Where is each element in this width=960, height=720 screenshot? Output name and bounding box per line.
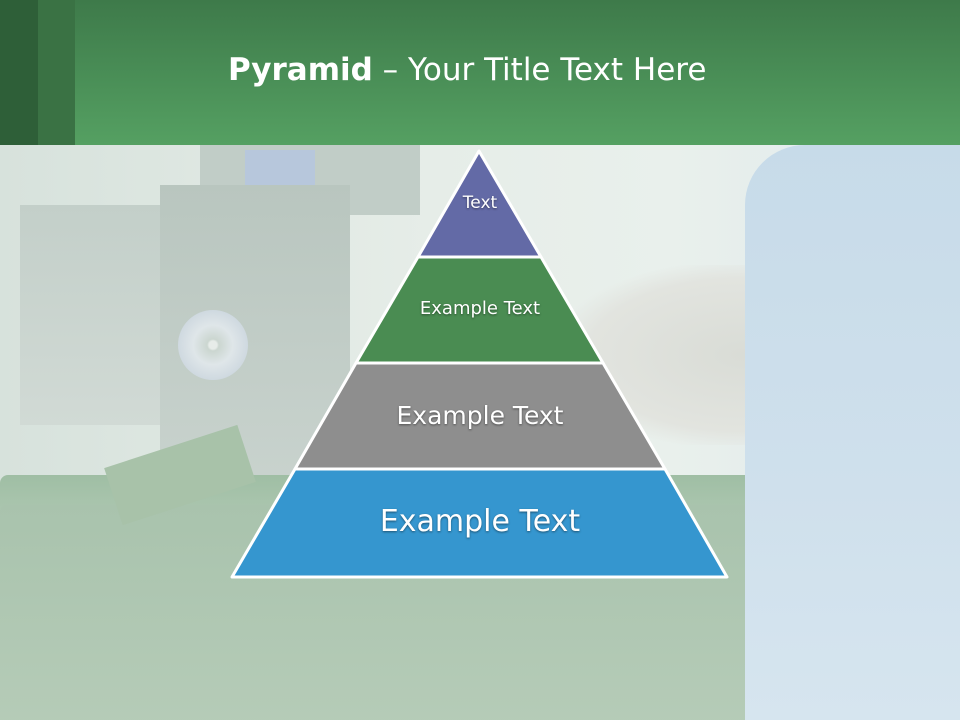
decor-stripe-mid bbox=[38, 0, 75, 145]
pyramid-tier-4[interactable] bbox=[230, 467, 729, 579]
pyramid-tier-4-label: Example Text bbox=[379, 504, 581, 539]
device-screen bbox=[245, 150, 315, 188]
decor-stripe-dark bbox=[0, 0, 38, 145]
slide-title-rest: – Your Title Text Here bbox=[372, 52, 707, 88]
person-shirt bbox=[745, 145, 960, 720]
slide-title[interactable]: Pyramid – Your Title Text Here bbox=[228, 52, 706, 88]
computer-tower-back bbox=[20, 205, 170, 425]
title-bar: Pyramid – Your Title Text Here bbox=[0, 0, 960, 145]
pyramid-tier-1-label: Text bbox=[462, 193, 498, 213]
slide-title-bold: Pyramid bbox=[228, 52, 373, 88]
cd-disc bbox=[178, 310, 248, 380]
pyramid-tier-2-label: Example Text bbox=[419, 298, 541, 319]
pyramid-tier-3-label: Example Text bbox=[396, 401, 564, 430]
